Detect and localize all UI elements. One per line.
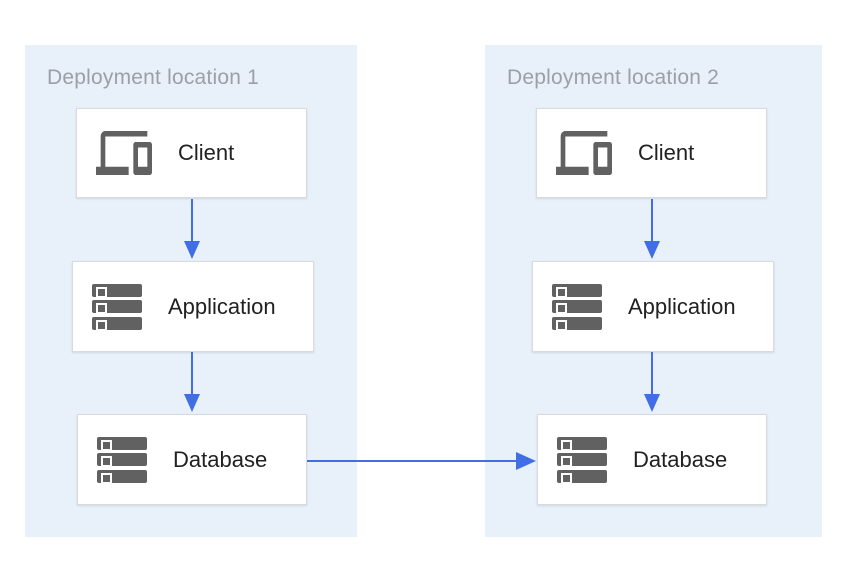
server-stack-icon — [557, 436, 607, 484]
deployment-panel-2: Deployment location 2 Client Application — [485, 45, 822, 537]
arrow-shaft — [307, 459, 518, 463]
node-label: Application — [628, 293, 736, 319]
node-database-2: Database — [537, 414, 767, 505]
arrow-client-to-application-2 — [644, 199, 660, 259]
server-bar — [552, 316, 602, 331]
node-client-2: Client — [536, 108, 767, 198]
server-bar — [552, 300, 602, 314]
server-stack-icon — [97, 436, 147, 484]
server-bar — [97, 453, 147, 467]
node-client-1: Client — [76, 108, 307, 198]
panel-title-1: Deployment location 1 — [47, 66, 259, 89]
server-bar — [92, 300, 142, 314]
arrow-head — [516, 452, 536, 470]
arrow-shaft — [190, 352, 194, 396]
server-stack-icon — [552, 283, 602, 331]
server-bar — [557, 453, 607, 467]
node-label: Database — [633, 446, 728, 472]
arrow-application-to-database-2 — [644, 352, 660, 412]
arrow-shaft — [650, 352, 654, 396]
arrow-head — [184, 394, 200, 412]
arrow-application-to-database-1 — [184, 352, 200, 412]
deployment-panel-1: Deployment location 1 Client Application — [25, 45, 357, 537]
node-label: Client — [178, 140, 235, 165]
server-bar — [92, 283, 142, 298]
server-bar — [557, 469, 607, 484]
server-bar — [552, 283, 602, 298]
node-label: Application — [168, 293, 276, 319]
panel-title-2: Deployment location 2 — [507, 66, 719, 89]
server-bar — [97, 469, 147, 484]
arrow-shaft — [190, 199, 194, 243]
devices-icon — [556, 131, 612, 175]
node-database-1: Database — [77, 414, 307, 505]
arrow-head — [644, 241, 660, 259]
arrow-head — [184, 241, 200, 259]
server-bar — [557, 436, 607, 451]
node-application-1: Application — [72, 261, 314, 352]
node-label: Client — [638, 140, 695, 165]
arrow-database1-to-database2 — [307, 452, 536, 470]
server-bar — [97, 436, 147, 451]
arrow-shaft — [650, 199, 654, 243]
arrow-head — [644, 394, 660, 412]
server-bar — [92, 316, 142, 331]
node-label: Database — [173, 446, 268, 472]
server-stack-icon — [92, 283, 142, 331]
arrow-client-to-application-1 — [184, 199, 200, 259]
node-application-2: Application — [532, 261, 774, 352]
devices-icon — [96, 131, 152, 175]
